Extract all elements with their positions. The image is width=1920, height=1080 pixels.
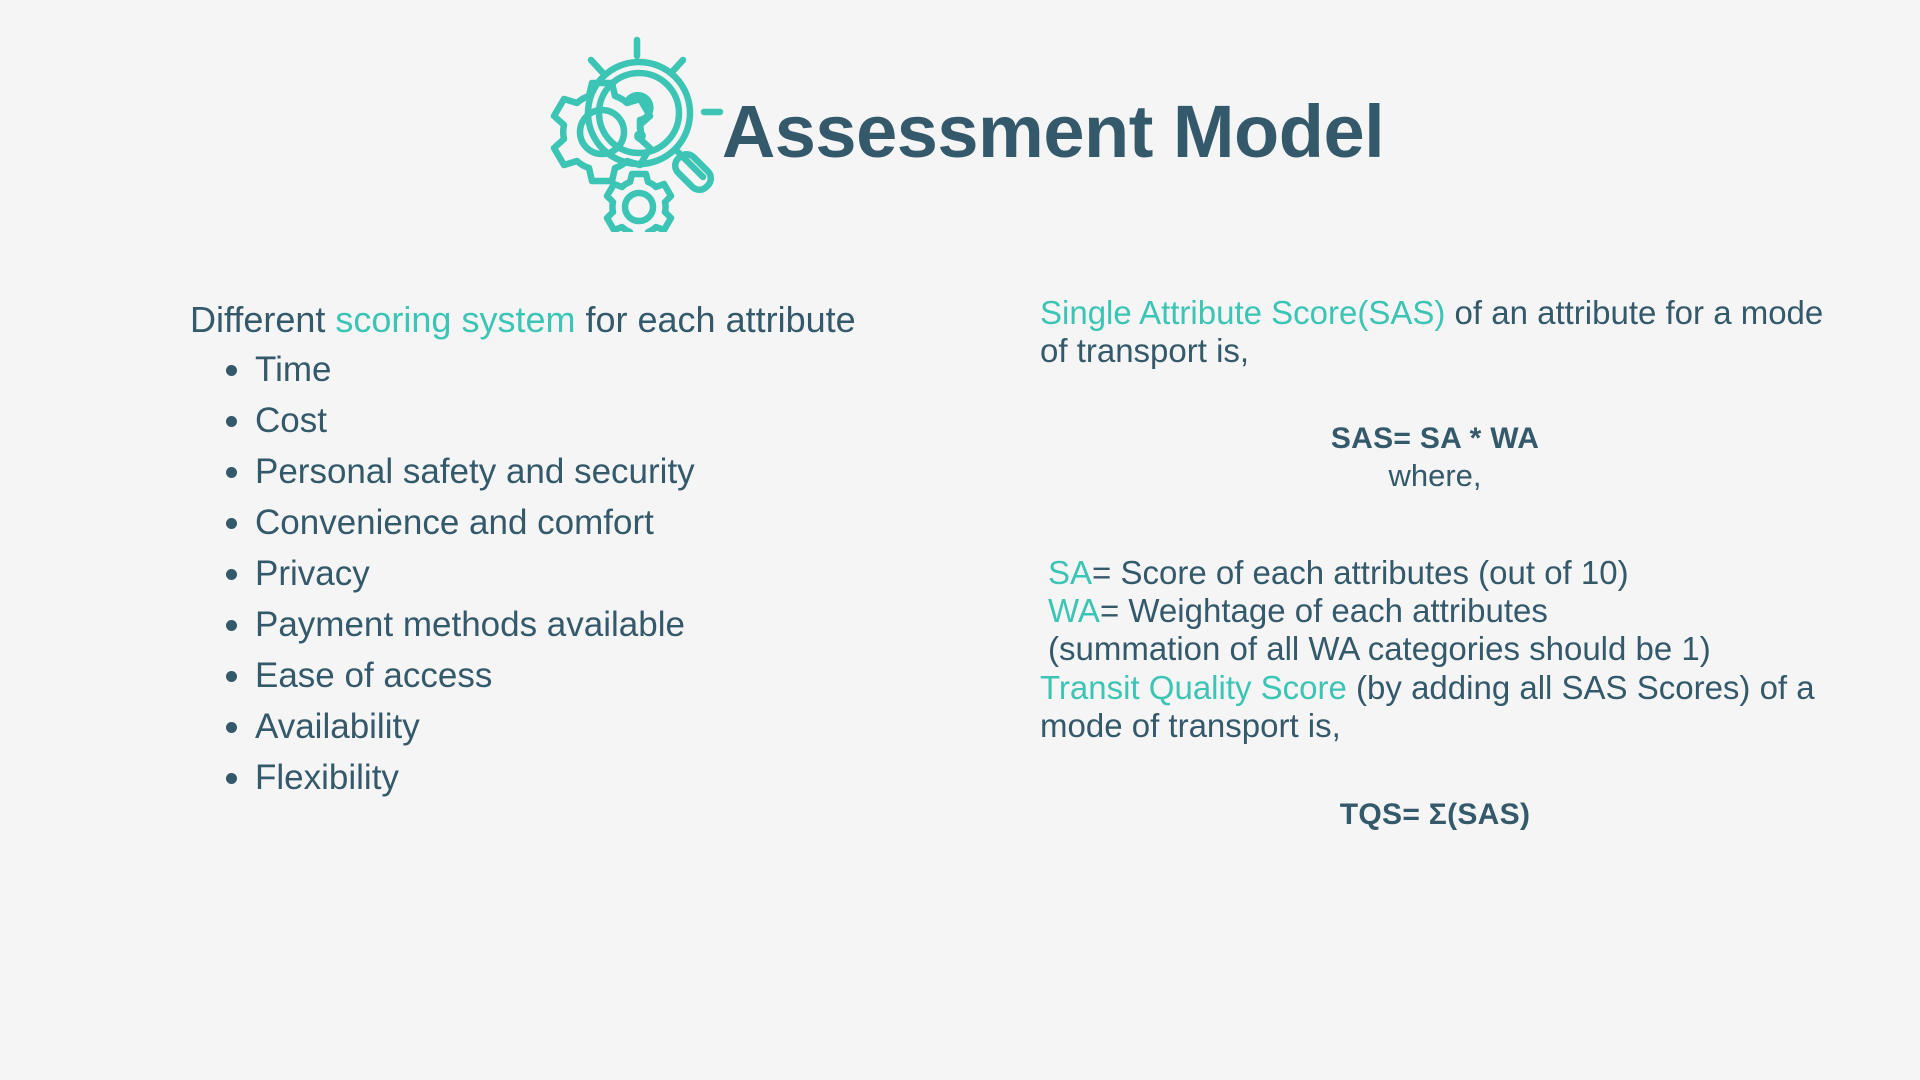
bullet-icon [226,416,237,428]
definition-text-sa: = Score of each attributes (out of 10) [1092,553,1629,591]
list-item: Privacy [190,556,990,591]
tqs-intro-rest: (by adding all SAS Scores) of a mode of … [1040,668,1815,744]
bullet-icon [226,467,237,479]
wa-note: (summation of all WA categories should b… [1048,630,1711,668]
definition-wa: WA= Weightage of each attributes [1040,592,1830,630]
page-title: Assessment Model [721,90,1385,173]
list-item: Convenience and comfort [190,505,990,540]
list-item: Ease of access [190,658,990,693]
bullet-icon [226,365,237,377]
list-item-label: Cost [255,401,327,441]
list-item-label: Availability [255,707,420,747]
bullet-icon [226,569,237,581]
list-item-label: Payment methods available [255,605,685,645]
definitions-block: SA= Score of each attributes (out of 10)… [1040,554,1830,745]
bullet-icon [226,620,237,632]
list-item: Availability [190,709,990,744]
left-column: Different scoring system for each attrib… [190,299,990,811]
lead-highlight: scoring system [335,299,576,340]
where-label: where, [1388,457,1482,493]
right-column: Single Attribute Score(SAS) of an attrib… [1040,294,1830,833]
definition-term-sa: SA [1048,553,1093,591]
bullet-icon [226,722,237,734]
left-lead-text: Different scoring system for each attrib… [190,299,990,340]
sas-intro-text: Single Attribute Score(SAS) of an attrib… [1040,294,1830,371]
spacer [1040,371,1830,421]
list-item: Payment methods available [190,607,990,642]
list-item-label: Time [255,350,332,390]
sas-formula: SAS= SA * WA [1330,421,1540,455]
sas-term-highlight: Single Attribute Score(SAS) [1040,294,1446,331]
list-item: Flexibility [190,760,990,795]
tqs-formula: TQS= Σ(SAS) [1339,798,1531,832]
list-item-label: Ease of access [255,656,493,696]
bullet-icon [226,518,237,530]
list-item-label: Flexibility [255,758,399,798]
list-item-label: Privacy [255,554,370,594]
attribute-list: Time Cost Personal safety and security C… [190,352,990,795]
bullet-icon [226,773,237,785]
slide-header: Assessment Model [0,22,1920,242]
sas-intro-rest: of an attribute for a mode of transport … [1040,294,1824,370]
tqs-intro-text: Transit Quality Score (by adding all SAS… [1040,669,1830,746]
list-item: Cost [190,403,990,438]
definition-sa: SA= Score of each attributes (out of 10) [1040,554,1830,592]
magnifier-question-gears-icon [550,36,724,232]
list-item: Personal safety and security [190,454,990,489]
spacer [1040,745,1830,797]
lead-after: for each attribute [575,299,856,340]
tqs-term-highlight: Transit Quality Score [1040,668,1347,706]
list-item: Time [190,352,990,387]
spacer [1040,494,1830,554]
definition-text-wa: = Weightage of each attributes [1099,591,1548,629]
definition-term-wa: WA [1048,591,1100,629]
list-item-label: Convenience and comfort [255,503,654,543]
lead-before: Different [190,299,336,340]
bullet-icon [226,671,237,683]
list-item-label: Personal safety and security [255,452,695,492]
